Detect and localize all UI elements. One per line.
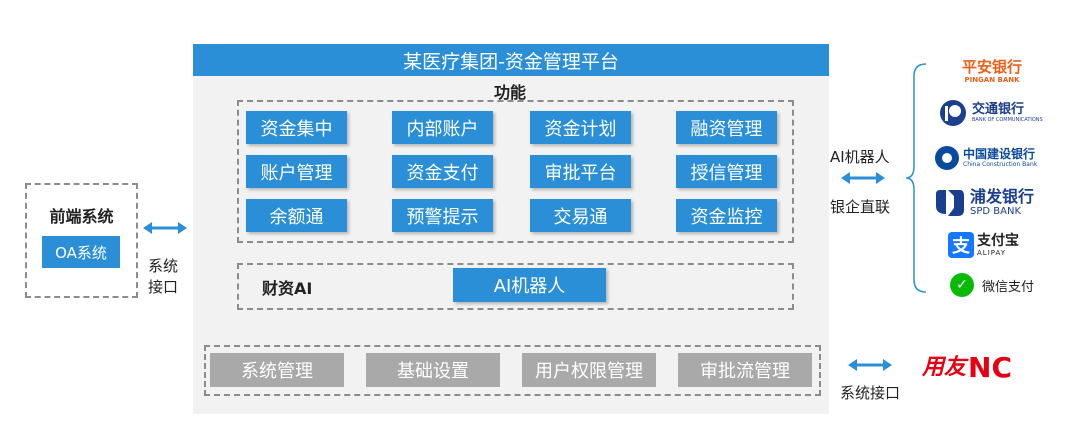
- function-button[interactable]: 预警提示: [392, 199, 493, 232]
- comm-bank-icon: [940, 100, 966, 126]
- frontend-group: [25, 183, 138, 298]
- base-module-button[interactable]: 系统管理: [210, 353, 344, 387]
- ai-group: [237, 263, 794, 310]
- comm-bank-logo: 交通银行 BANK OF COMMUNICATIONS: [938, 98, 1043, 128]
- wechat-pay-icon: ✓: [950, 273, 974, 297]
- ccb-bank-logo: 中国建设银行 China Construction Bank: [934, 145, 1037, 171]
- base-module-button[interactable]: 用户权限管理: [522, 353, 656, 387]
- double-arrow-icon: [841, 172, 885, 184]
- platform-title: 某医疗集团-资金管理平台: [403, 50, 619, 73]
- function-button[interactable]: 账户管理: [246, 155, 347, 188]
- bank-bracket: [905, 63, 927, 293]
- alipay-icon: 支: [948, 232, 974, 258]
- function-button[interactable]: 审批平台: [530, 155, 631, 188]
- frontend-title: 前端系统: [49, 207, 114, 226]
- double-arrow-icon: [848, 359, 892, 371]
- spdb-bank-icon: [936, 190, 964, 216]
- function-button[interactable]: 资金监控: [676, 199, 777, 232]
- nc-interface-label: 系统接口: [840, 384, 901, 402]
- base-module-group: [204, 345, 821, 396]
- function-button[interactable]: 融资管理: [676, 111, 777, 144]
- function-button[interactable]: 资金支付: [392, 155, 493, 188]
- ai-section-label: 财资AI: [262, 279, 313, 298]
- function-button[interactable]: 授信管理: [676, 155, 777, 188]
- pingan-bank-logo: 平安银行 PINGAN BANK: [961, 58, 1022, 84]
- yonyou-nc-logo: 用友 NC: [922, 351, 1012, 384]
- base-module-button[interactable]: 基础设置: [366, 353, 500, 387]
- function-button[interactable]: 资金集中: [246, 111, 347, 144]
- base-module-button[interactable]: 审批流管理: [678, 353, 812, 387]
- function-button[interactable]: 资金计划: [530, 111, 631, 144]
- frontend-interface-label-2: 接口: [148, 278, 179, 296]
- platform-title-bar: 某医疗集团-资金管理平台: [193, 44, 829, 76]
- bank-direct-label: 银企直联: [830, 198, 891, 216]
- alipay-logo: 支 支付宝 ALIPAY: [948, 232, 1019, 258]
- function-group: [237, 100, 794, 243]
- function-button[interactable]: 交易通: [530, 199, 631, 232]
- spdb-bank-logo: 浦发银行 SPD BANK: [934, 188, 1034, 218]
- double-arrow-icon: [143, 222, 187, 234]
- ccb-bank-icon: [935, 146, 959, 170]
- frontend-interface-label-1: 系统: [148, 257, 179, 275]
- ai-robot-button[interactable]: AI机器人: [453, 268, 606, 302]
- wechat-pay-logo: ✓ 微信支付: [950, 273, 1034, 297]
- function-label: 功能: [493, 83, 526, 102]
- function-button[interactable]: 内部账户: [392, 111, 493, 144]
- bank-ai-label: AI机器人: [830, 148, 890, 166]
- oa-system-button[interactable]: OA系统: [42, 236, 120, 268]
- function-button[interactable]: 余额通: [246, 199, 347, 232]
